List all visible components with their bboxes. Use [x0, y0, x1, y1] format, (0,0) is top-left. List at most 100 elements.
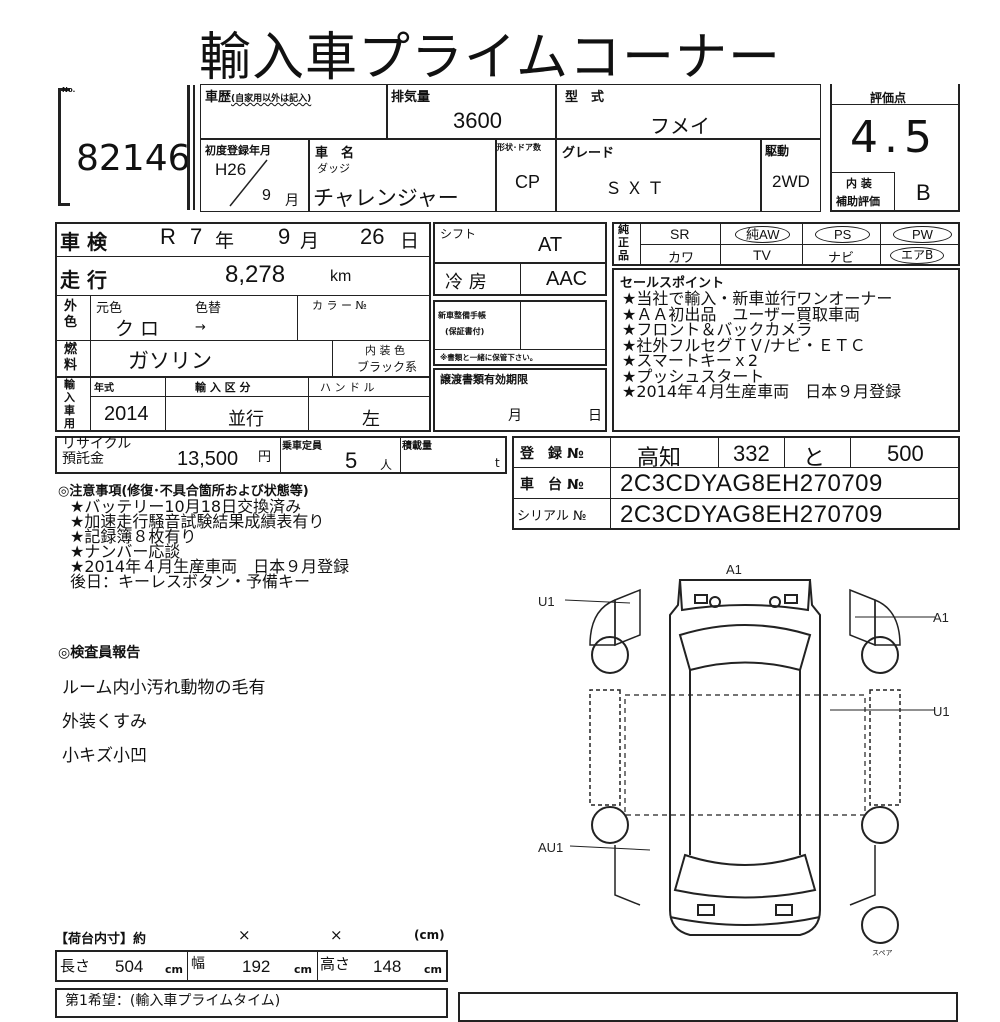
drive-value: 2WD: [772, 172, 810, 191]
equipment-label: 純正品: [618, 223, 629, 262]
transfer-label: 譲渡書類有効期限: [440, 373, 528, 386]
history-label: 車歴(自家用以外は記入): [205, 90, 312, 105]
drive-cell: [760, 138, 821, 212]
model-code-value: フメイ: [650, 114, 710, 138]
list-item: 後日：キーレスボタン・予備キー: [70, 572, 311, 591]
list-item: ★スマートキーｘ2: [622, 351, 759, 370]
interior-score-label1: 内 装: [846, 177, 872, 190]
chassis-label: 車 台 №: [520, 477, 584, 493]
score-box: [830, 84, 960, 212]
registration-box: [512, 436, 960, 530]
import-type-label: 輸 入 区 分: [195, 381, 251, 394]
recycle-unit: 円: [258, 450, 272, 465]
color-label: 外色: [64, 299, 78, 330]
body-label: 形状･ドア数: [497, 143, 541, 152]
width-label: 幅: [191, 956, 205, 972]
body-value: CP: [515, 172, 541, 192]
damage-label-a1-top: A1: [726, 562, 742, 577]
equip-tv: TV: [753, 247, 771, 263]
inspection-label: 車 検: [60, 230, 107, 254]
list-item: ★プッシュスタート: [622, 366, 765, 386]
inspection-year-unit: 年: [215, 231, 235, 252]
damage-label-u1-left: U1: [538, 594, 555, 609]
manual-label: 新車整備手帳: [438, 311, 486, 320]
first-reg-cell: [200, 138, 310, 212]
list-item: ★当社で輸入・新車並行ワンオーナー: [622, 289, 893, 308]
fuel-label: 燃料: [64, 342, 78, 373]
width-value: 192: [242, 957, 271, 976]
transfer-month: 月: [508, 408, 522, 424]
notes-label: ◎注意事項(修復･不具合箇所および状態等): [58, 484, 309, 499]
cargo-times-1: ×: [238, 926, 251, 944]
damage-label-au1: AU1: [538, 840, 563, 855]
grade-value: ＳＸＴ: [605, 179, 668, 199]
slash-divider: [229, 159, 268, 207]
transfer-day: 日: [588, 408, 602, 424]
load-unit: t: [495, 456, 500, 470]
history-cell: [200, 84, 388, 140]
lot-bracket: [58, 88, 70, 206]
inspector-label: ◎検査員報告: [58, 645, 141, 661]
interior-color-label: 内 装 色: [365, 344, 405, 357]
first-reg-label: 初度登録年月: [205, 144, 271, 157]
equip-pw: PW: [893, 226, 952, 243]
mileage-unit: km: [330, 268, 352, 285]
ac-label: 冷 房: [445, 272, 487, 293]
grade-label: グレード: [562, 146, 615, 161]
registration-pref: 高知: [637, 446, 682, 471]
equip-leather: カワ: [668, 251, 695, 266]
height-label: 高さ: [320, 955, 351, 973]
manual-note: ※書類と一緒に保管下さい。: [440, 353, 538, 362]
interior-score-value: B: [916, 180, 931, 205]
car-maker: ダッジ: [317, 162, 350, 175]
chassis-number: 2C3CDYAG8EH270709: [620, 470, 883, 497]
list-item: ★ＡＡ初出品 ユーザー買取車両: [622, 304, 861, 324]
list-item: ★バッテリー10月18日交換済み: [70, 497, 302, 516]
divider: [187, 85, 195, 210]
shift-label: シフト: [440, 227, 477, 241]
list-item: ★記録簿８枚有り: [70, 527, 197, 546]
drive-label: 駆動: [765, 144, 790, 158]
vehicle-info-box: [55, 222, 431, 432]
lot-number: 82146: [76, 138, 191, 179]
serial-number: 2C3CDYAG8EH270709: [620, 501, 883, 528]
manual-sub-label: (保証書付): [445, 327, 485, 336]
lot-no-label: No.: [62, 86, 76, 94]
sales-points-label: セールスポイント: [620, 276, 725, 291]
car-name-value: チャレンジャー: [313, 186, 459, 210]
registration-serial: 500: [887, 441, 924, 466]
inspection-era: R: [160, 224, 176, 249]
equip-sr: SR: [670, 226, 690, 242]
sales-points-box: [612, 268, 960, 432]
inspection-month: 9: [278, 224, 291, 249]
score-value: 4.5: [850, 112, 938, 163]
recycle-value: 13,500: [177, 448, 239, 470]
registration-class: 332: [733, 441, 770, 466]
inspector-item: ルーム内小汚れ動物の毛有: [62, 678, 266, 698]
ac-value: AAC: [546, 268, 588, 290]
inspection-year: 7: [190, 224, 203, 249]
fuel-value: ガソリン: [128, 349, 212, 373]
displacement-label: 排気量: [391, 90, 431, 105]
hope-text: 第1希望：(輸入車プライムタイム): [65, 993, 281, 1009]
damage-label-a1-right: A1: [933, 610, 949, 625]
list-item: ★社外フルセグＴＶ/ナビ・ＥＴＣ: [622, 335, 866, 355]
capacity-label: 乗車定員: [282, 441, 322, 452]
car-name-label: 車 名: [315, 146, 355, 161]
score-label: 評価点: [870, 91, 907, 105]
equip-ps: PS: [815, 226, 871, 243]
color-no-label: カ ラ ー №: [312, 299, 367, 312]
width-unit: cm: [294, 963, 312, 976]
spare-label: スペア: [872, 949, 893, 957]
dimensions-row: [55, 950, 448, 982]
list-item: ★フロント＆バックカメラ: [622, 320, 813, 339]
color-change-label: 色替: [195, 301, 222, 316]
car-name-cell: [308, 138, 497, 212]
bottom-right-box: [458, 992, 958, 1022]
inspection-month-unit: 月: [300, 231, 320, 252]
list-item: ★2014年４月生産車両 日本９月登録: [70, 557, 350, 576]
recycle-label: リサイクル預託金: [62, 436, 132, 467]
displacement-value: 3600: [453, 108, 502, 133]
interior-color-value: ブラック系: [357, 360, 418, 374]
shift-value: AT: [538, 234, 563, 256]
